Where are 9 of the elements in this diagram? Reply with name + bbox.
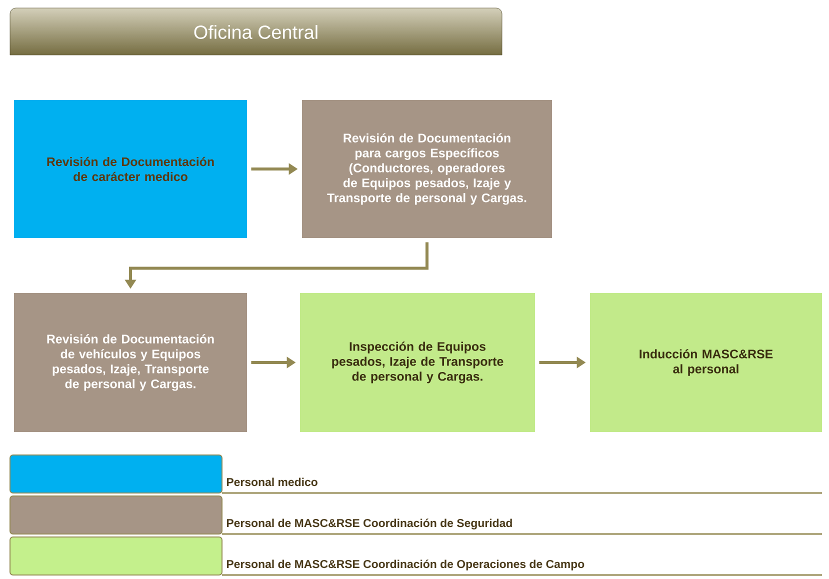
process-box: Inspección de Equipos pesados, Izaje de Transporte de personal y Cargas.	[300, 293, 535, 432]
title-banner: Oficina Central	[10, 8, 502, 56]
process-box: Revisión de Documentación de carácter medico	[14, 100, 247, 238]
legend-label: Personal de MASC&RSE Coordinación de Seguridad	[226, 518, 512, 530]
process-box: Revisión de Documentación de vehículos y Equipos pesados, Izaje, Transporte de personal y Cargas.	[14, 293, 247, 432]
legend-label: Personal medico	[226, 478, 318, 486]
process-box: Inducción MASC&RSE al personal	[590, 293, 822, 432]
process-box: Revisión de Documentación para cargos Específicos (Conductores, operadores de Equipos pesados, Izaje y Transporte de personal y Cargas.	[302, 100, 552, 238]
legend-label: Personal de MASC&RSE Coordinación de Operaciones de Campo	[226, 560, 584, 570]
